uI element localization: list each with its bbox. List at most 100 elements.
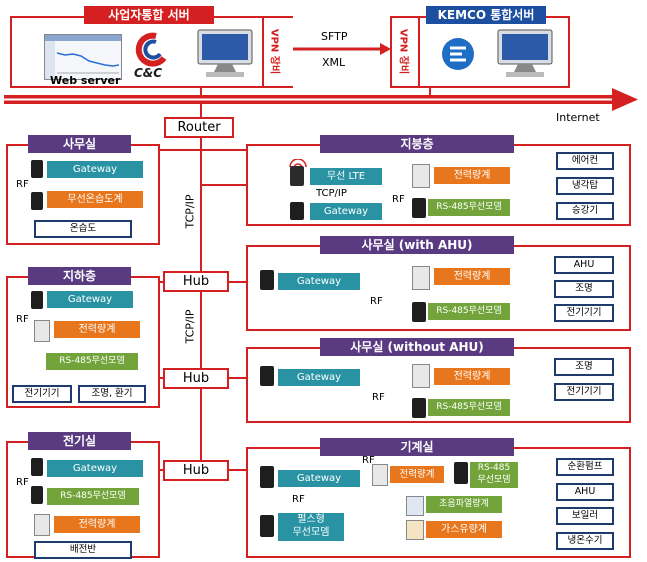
basement-rf: RF <box>16 314 29 325</box>
office-ahu-modem: RS-485무선모뎀 <box>428 303 510 320</box>
office-noahu-endpoint-2: 전기기기 <box>554 383 614 401</box>
cc-logo-text: C&C <box>134 66 163 80</box>
monitor-icon <box>194 28 256 80</box>
hub-office-noahu: Hub <box>163 368 229 389</box>
office-gateway-device-icon <box>31 160 43 178</box>
web-server-label: Web server <box>50 74 121 87</box>
machine-endpoint-1: 순환펌프 <box>556 458 614 476</box>
office-noahu-title: 사무실 (without AHU) <box>320 338 514 356</box>
electric-gateway: Gateway <box>47 460 143 477</box>
office-ahu-gateway-device-icon <box>260 270 274 290</box>
electric-modem-device-icon <box>31 486 43 504</box>
lte-device-icon <box>290 166 304 186</box>
router-box: Router <box>164 117 234 138</box>
electric-meter: 전력량계 <box>54 516 140 533</box>
machine-rf-2: RF <box>292 494 305 505</box>
basement-endpoint-2: 조명, 환기 <box>78 385 146 403</box>
machine-endpoint-2: AHU <box>556 483 614 501</box>
office-ahu-title: 사무실 (with AHU) <box>320 236 514 254</box>
rooftop-title: 지붕층 <box>320 135 514 153</box>
office-ahu-gateway: Gateway <box>278 273 360 290</box>
machine-modem-device-icon <box>454 462 468 484</box>
protocol-xml: XML <box>322 56 346 69</box>
electric-modem: RS-485무선모뎀 <box>47 488 139 505</box>
rooftop-gateway-device-icon <box>290 202 304 220</box>
kemco-monitor-icon <box>494 28 556 80</box>
office-ahu-meter: 전력량계 <box>434 268 510 285</box>
machine-title: 기계실 <box>320 438 514 456</box>
office-sensor: 무선온습도계 <box>47 191 143 208</box>
rooftop-endpoint-3: 승강기 <box>556 202 614 220</box>
internet-label: Internet <box>556 111 600 124</box>
office-noahu-endpoint-1: 조명 <box>554 358 614 376</box>
office-ahu-rf: RF <box>370 296 383 307</box>
web-server-thumbnail <box>44 34 122 80</box>
lte-signal-icon <box>287 154 309 169</box>
office-sensor-device-icon <box>31 192 43 210</box>
machine-gas-icon <box>406 520 424 540</box>
electric-rf: RF <box>16 477 29 488</box>
rooftop-gateway: Gateway <box>310 203 382 220</box>
office-ahu-endpoint-1: AHU <box>554 256 614 274</box>
office-title: 사무실 <box>28 135 131 153</box>
machine-endpoint-3: 보일러 <box>556 507 614 525</box>
machine-gateway: Gateway <box>278 470 360 487</box>
office-noahu-gateway: Gateway <box>278 369 360 386</box>
office-ahu-endpoint-2: 조명 <box>554 280 614 298</box>
basement-gateway: Gateway <box>47 291 133 308</box>
tcpip-label-lower: TCP/IP <box>183 309 197 344</box>
machine-modem: RS-485 무선모뎀 <box>470 462 518 488</box>
kemco-server-title: KEMCO 통합서버 <box>426 6 546 24</box>
rooftop-modem-device-icon <box>412 198 426 218</box>
vpn-label-left: VPN 장비 <box>268 28 280 75</box>
rooftop-lte: 무선 LTE <box>310 168 382 185</box>
basement-meter-icon <box>34 320 50 342</box>
hub-basement: Hub <box>163 271 229 292</box>
machine-gas: 가스유량계 <box>426 521 502 538</box>
office-endpoint: 온습도 <box>34 220 132 238</box>
rooftop-meter: 전력량계 <box>434 167 510 184</box>
office-noahu-rf: RF <box>372 392 385 403</box>
machine-pulse-device-icon <box>260 515 274 537</box>
machine-rf-1: RF <box>362 455 375 466</box>
machine-meter-icon <box>372 464 388 486</box>
rooftop-meter-icon <box>412 164 430 188</box>
office-ahu-endpoint-3: 전기기기 <box>554 304 614 322</box>
basement-endpoint-1: 전기기기 <box>12 385 72 403</box>
office-noahu-meter: 전력량계 <box>434 368 510 385</box>
office-rf: RF <box>16 179 29 190</box>
kemco-logo-icon <box>440 36 476 72</box>
rooftop-modem: RS-485무선모뎀 <box>428 199 510 216</box>
electric-endpoint: 배전반 <box>34 541 132 559</box>
machine-ultrasonic: 초음파열량계 <box>426 496 502 513</box>
office-gateway: Gateway <box>47 161 143 178</box>
vpn-device-left <box>262 18 293 86</box>
office-ahu-modem-device-icon <box>412 302 426 322</box>
rooftop-endpoint-1: 에어컨 <box>556 152 614 170</box>
electric-gateway-device-icon <box>31 458 43 476</box>
office-noahu-gateway-device-icon <box>260 366 274 386</box>
basement-gateway-device-icon <box>31 291 43 309</box>
basement-title: 지하층 <box>28 267 131 285</box>
vpn-label-right: VPN 장비 <box>397 28 409 75</box>
internet-arrowhead <box>612 88 638 111</box>
basement-modem: RS-485무선모뎀 <box>46 353 138 370</box>
machine-pulse-modem: 펄스형 무선모뎀 <box>278 513 344 541</box>
hub-electric: Hub <box>163 460 229 481</box>
rooftop-tcpip: TCP/IP <box>316 188 347 199</box>
office-ahu-meter-icon <box>412 266 430 290</box>
integrated-server-title: 사업자통합 서버 <box>84 6 214 24</box>
machine-ultrasonic-icon <box>406 496 424 516</box>
machine-endpoint-4: 냉온수기 <box>556 532 614 550</box>
cc-logo-icon <box>130 32 174 68</box>
rooftop-endpoint-2: 냉각탑 <box>556 177 614 195</box>
basement-meter: 전력량계 <box>54 321 140 338</box>
protocol-sftp: SFTP <box>321 30 348 43</box>
machine-meter: 전력량계 <box>390 466 444 483</box>
tcpip-label-upper: TCP/IP <box>183 194 197 229</box>
office-noahu-modem: RS-485무선모뎀 <box>428 399 510 416</box>
office-noahu-modem-device-icon <box>412 398 426 418</box>
machine-gateway-device-icon <box>260 466 274 488</box>
vpn-device-right <box>392 18 420 86</box>
rooftop-rf: RF <box>392 194 405 205</box>
